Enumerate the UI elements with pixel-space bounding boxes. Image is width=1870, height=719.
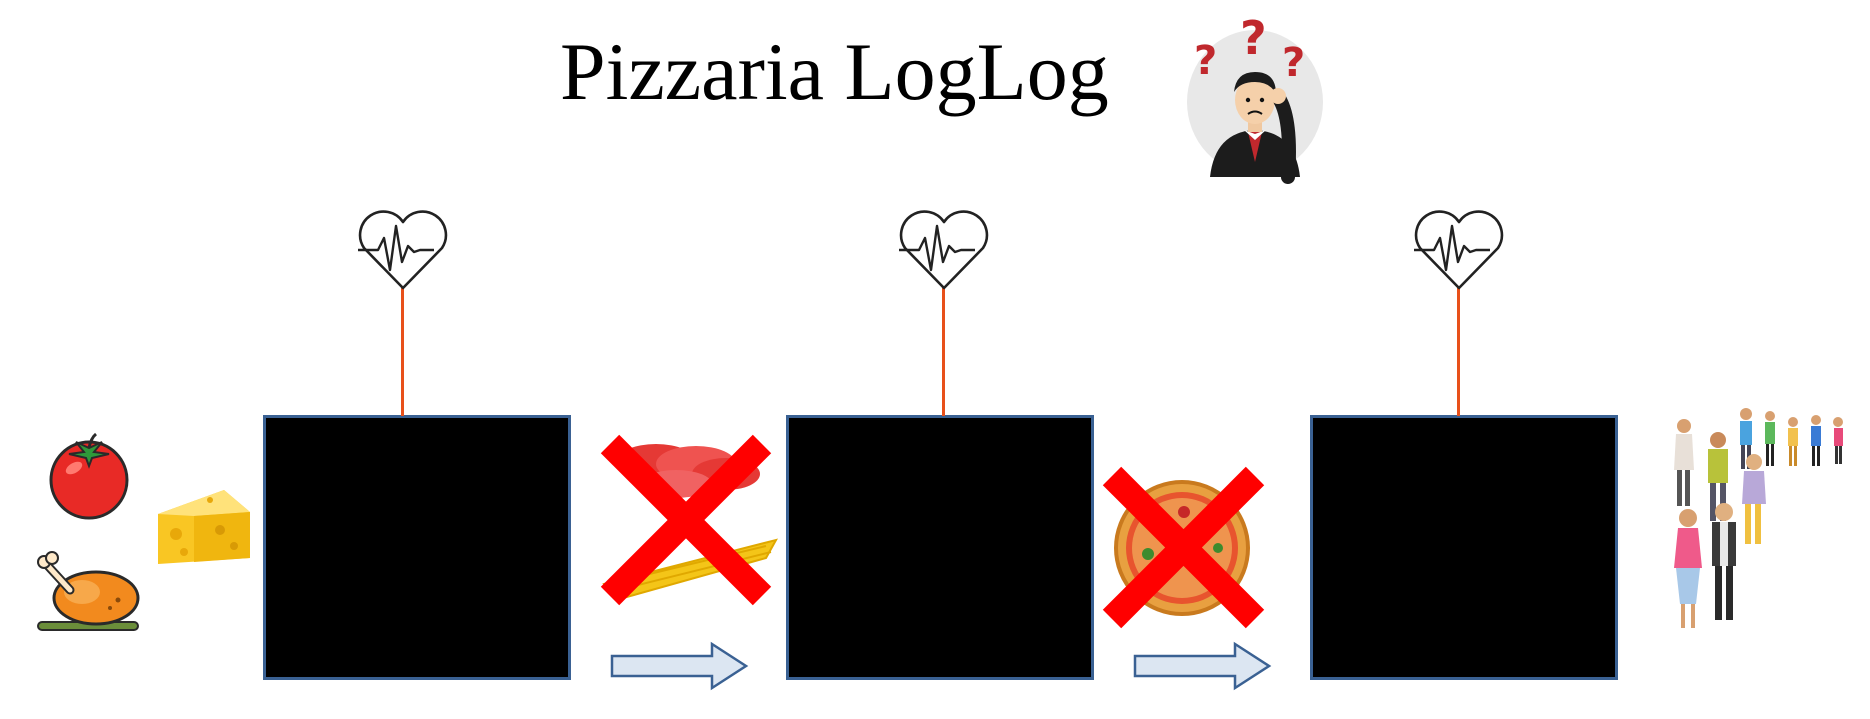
tomato-icon [49,432,129,520]
chicken-icon [37,551,140,631]
customer-queue-icon [1674,408,1843,628]
flow-arrow-2 [1133,641,1272,691]
pizza-dough-with-tomato-icon [600,434,779,606]
heartbeat-monitor-icon [1414,210,1504,290]
flow-arrow-1 [610,641,749,691]
pizza-icon [1102,466,1265,629]
heartbeat-monitor-icon [899,210,989,290]
cross-mark-icon [600,434,772,606]
stage-box-3 [1310,415,1618,680]
svg-text:?: ? [1240,11,1267,65]
monitor-line-3 [1457,288,1460,416]
svg-text:?: ? [1194,38,1217,84]
stage-box-2 [786,415,1094,680]
page-title: Pizzaria LogLog [560,26,1109,117]
stage-box-1 [263,415,571,680]
svg-text:?: ? [1282,40,1305,86]
monitor-line-2 [942,288,945,416]
heartbeat-monitor-icon [358,210,448,290]
confused-person-icon: ? ? ? [1187,11,1323,184]
cheese-icon [158,490,250,564]
monitor-line-1 [401,288,404,416]
cross-mark-icon [1102,466,1265,629]
